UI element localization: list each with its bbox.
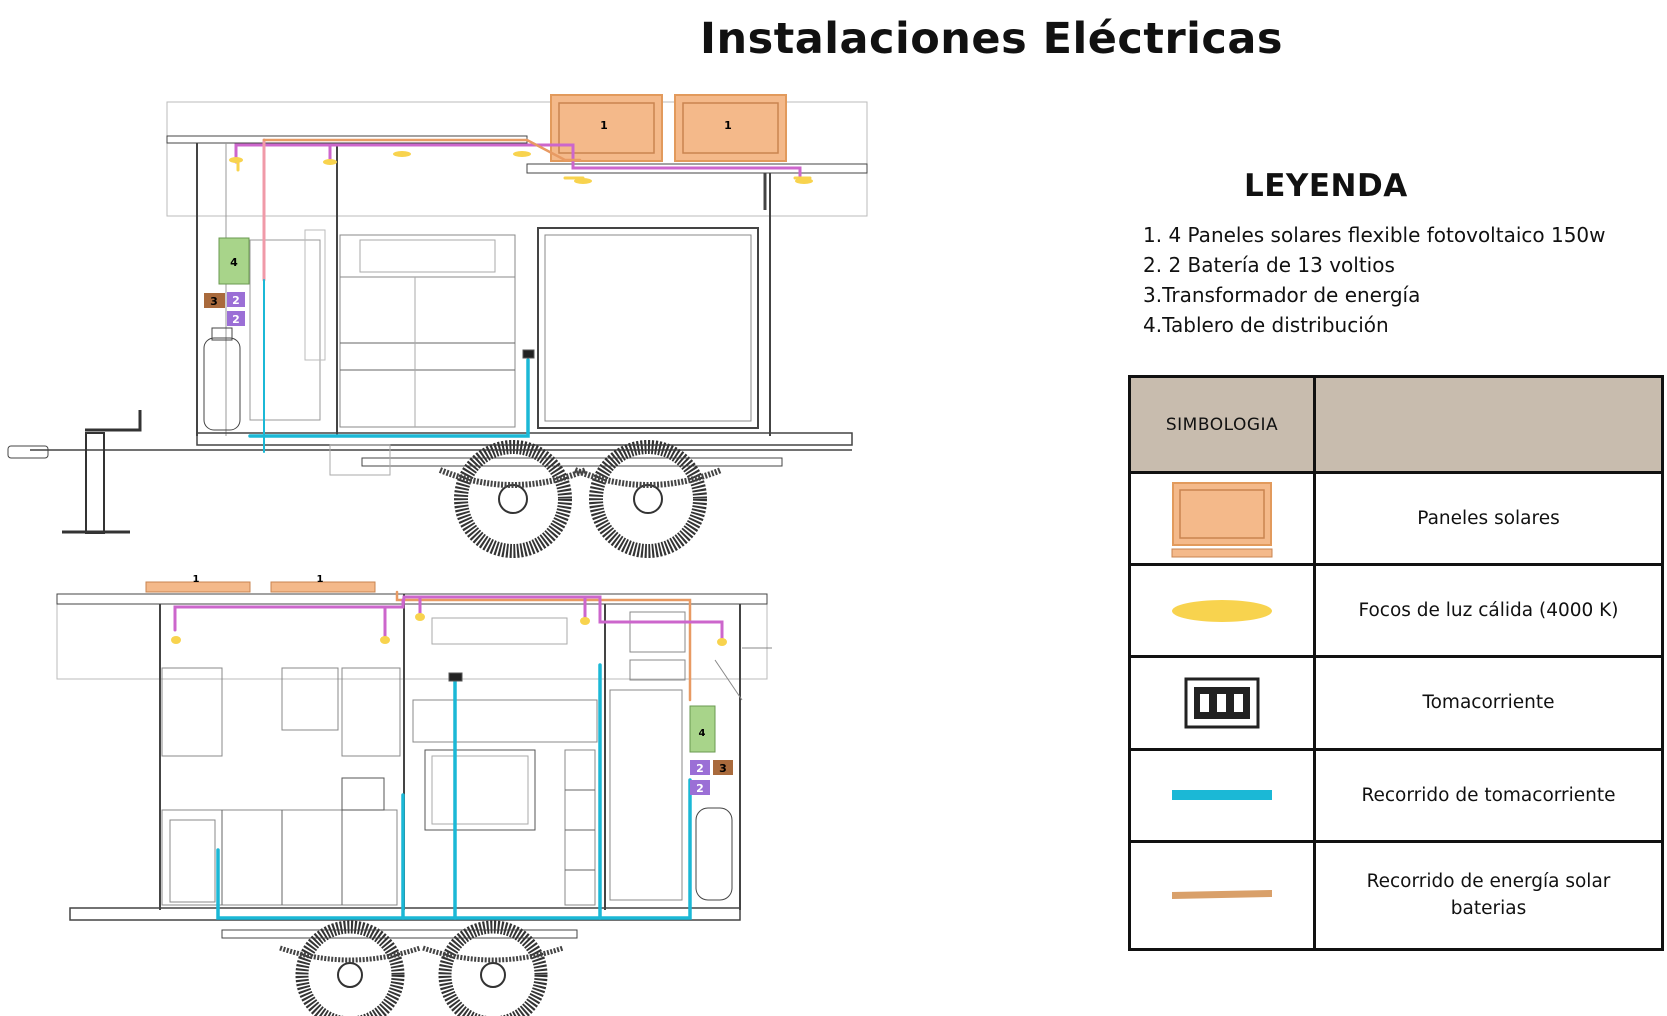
top-panel-label-2: 1: [724, 119, 732, 132]
top-wheels: [438, 440, 723, 558]
symbology-row: Tomacorriente: [1128, 655, 1664, 751]
bottom-routes: [173, 590, 724, 920]
symbology-row: Recorrido de energía solar baterias: [1128, 839, 1664, 952]
symbology-label-solar-route: Recorrido de energía solar baterias: [1313, 839, 1664, 952]
symbology-row: Recorrido de tomacorriente: [1128, 747, 1664, 843]
top-outlet-icon: [522, 349, 535, 359]
top-panel-label-1: 1: [600, 119, 608, 132]
bottom-transformer: [713, 760, 733, 775]
top-battery-2: [227, 311, 245, 326]
bottom-transformer-label: 3: [719, 762, 727, 775]
top-transformer: [204, 293, 225, 308]
top-battery-label-2: 2: [232, 313, 240, 326]
legend-item-distribution-board: 4.Tablero de distribución: [1143, 313, 1389, 337]
legend-title: LEYENDA: [1244, 168, 1408, 204]
top-light-bulbs: [229, 151, 813, 184]
bottom-distribution-board: [689, 705, 716, 753]
top-solar-panels: [550, 94, 787, 162]
bottom-panel-label-2: 1: [317, 574, 324, 585]
top-routes: [234, 138, 812, 453]
symbology-row: Focos de luz cálida (4000 K): [1128, 563, 1664, 659]
top-transformer-label: 3: [210, 295, 218, 308]
top-board-label: 4: [230, 256, 238, 269]
bottom-battery-label-1: 2: [696, 762, 704, 775]
symbology-header-row: SIMBOLOGIA: [1128, 374, 1664, 475]
legend-item-solar-panels: 1. 4 Paneles solares flexible fotovoltai…: [1143, 223, 1606, 247]
legend-item-batteries: 2. 2 Batería de 13 voltios: [1143, 253, 1395, 277]
bottom-solar-panels: [145, 581, 376, 593]
symbology-header-empty: [1313, 374, 1664, 475]
symbology-row: Paneles solares: [1128, 471, 1664, 567]
outlet-route-line: [1128, 747, 1316, 843]
symbology-label-outlet-route: Recorrido de tomacorriente: [1313, 747, 1664, 843]
bottom-outlet-icon: [448, 672, 463, 682]
symbology-table: SIMBOLOGIA Paneles solares Focos de luz …: [1128, 374, 1664, 952]
legend-list: 1. 4 Paneles solares flexible fotovoltai…: [1143, 220, 1606, 340]
light-bulb-icon: [1128, 563, 1316, 659]
solar-panel-icon: [1128, 471, 1316, 567]
page-title: Instalaciones Eléctricas: [700, 14, 1284, 64]
trailer-electrical-diagram: 1 1 4 3 2 2: [7, 94, 868, 1016]
symbology-label-outlet: Tomacorriente: [1313, 655, 1664, 751]
bottom-wheels: [279, 920, 564, 1016]
top-distribution-board: [218, 237, 250, 285]
bottom-panel-label-1: 1: [193, 574, 200, 585]
bottom-battery-label-2: 2: [696, 782, 704, 795]
bottom-battery-1: [690, 760, 710, 775]
bottom-light-bulbs: [171, 613, 727, 646]
top-battery-1: [227, 292, 245, 307]
symbology-header: SIMBOLOGIA: [1128, 374, 1316, 475]
symbology-label-solar-panels: Paneles solares: [1313, 471, 1664, 567]
solar-route-line: [1128, 839, 1316, 952]
bottom-battery-2: [690, 780, 710, 795]
symbology-label-lights: Focos de luz cálida (4000 K): [1313, 563, 1664, 659]
outlet-icon: [1128, 655, 1316, 751]
legend-item-transformer: 3.Transformador de energía: [1143, 283, 1421, 307]
bottom-board-label: 4: [699, 728, 706, 739]
top-battery-label-1: 2: [232, 294, 240, 307]
bottom-trailer-section: [56, 593, 772, 939]
top-trailer-elevation: [7, 101, 868, 534]
